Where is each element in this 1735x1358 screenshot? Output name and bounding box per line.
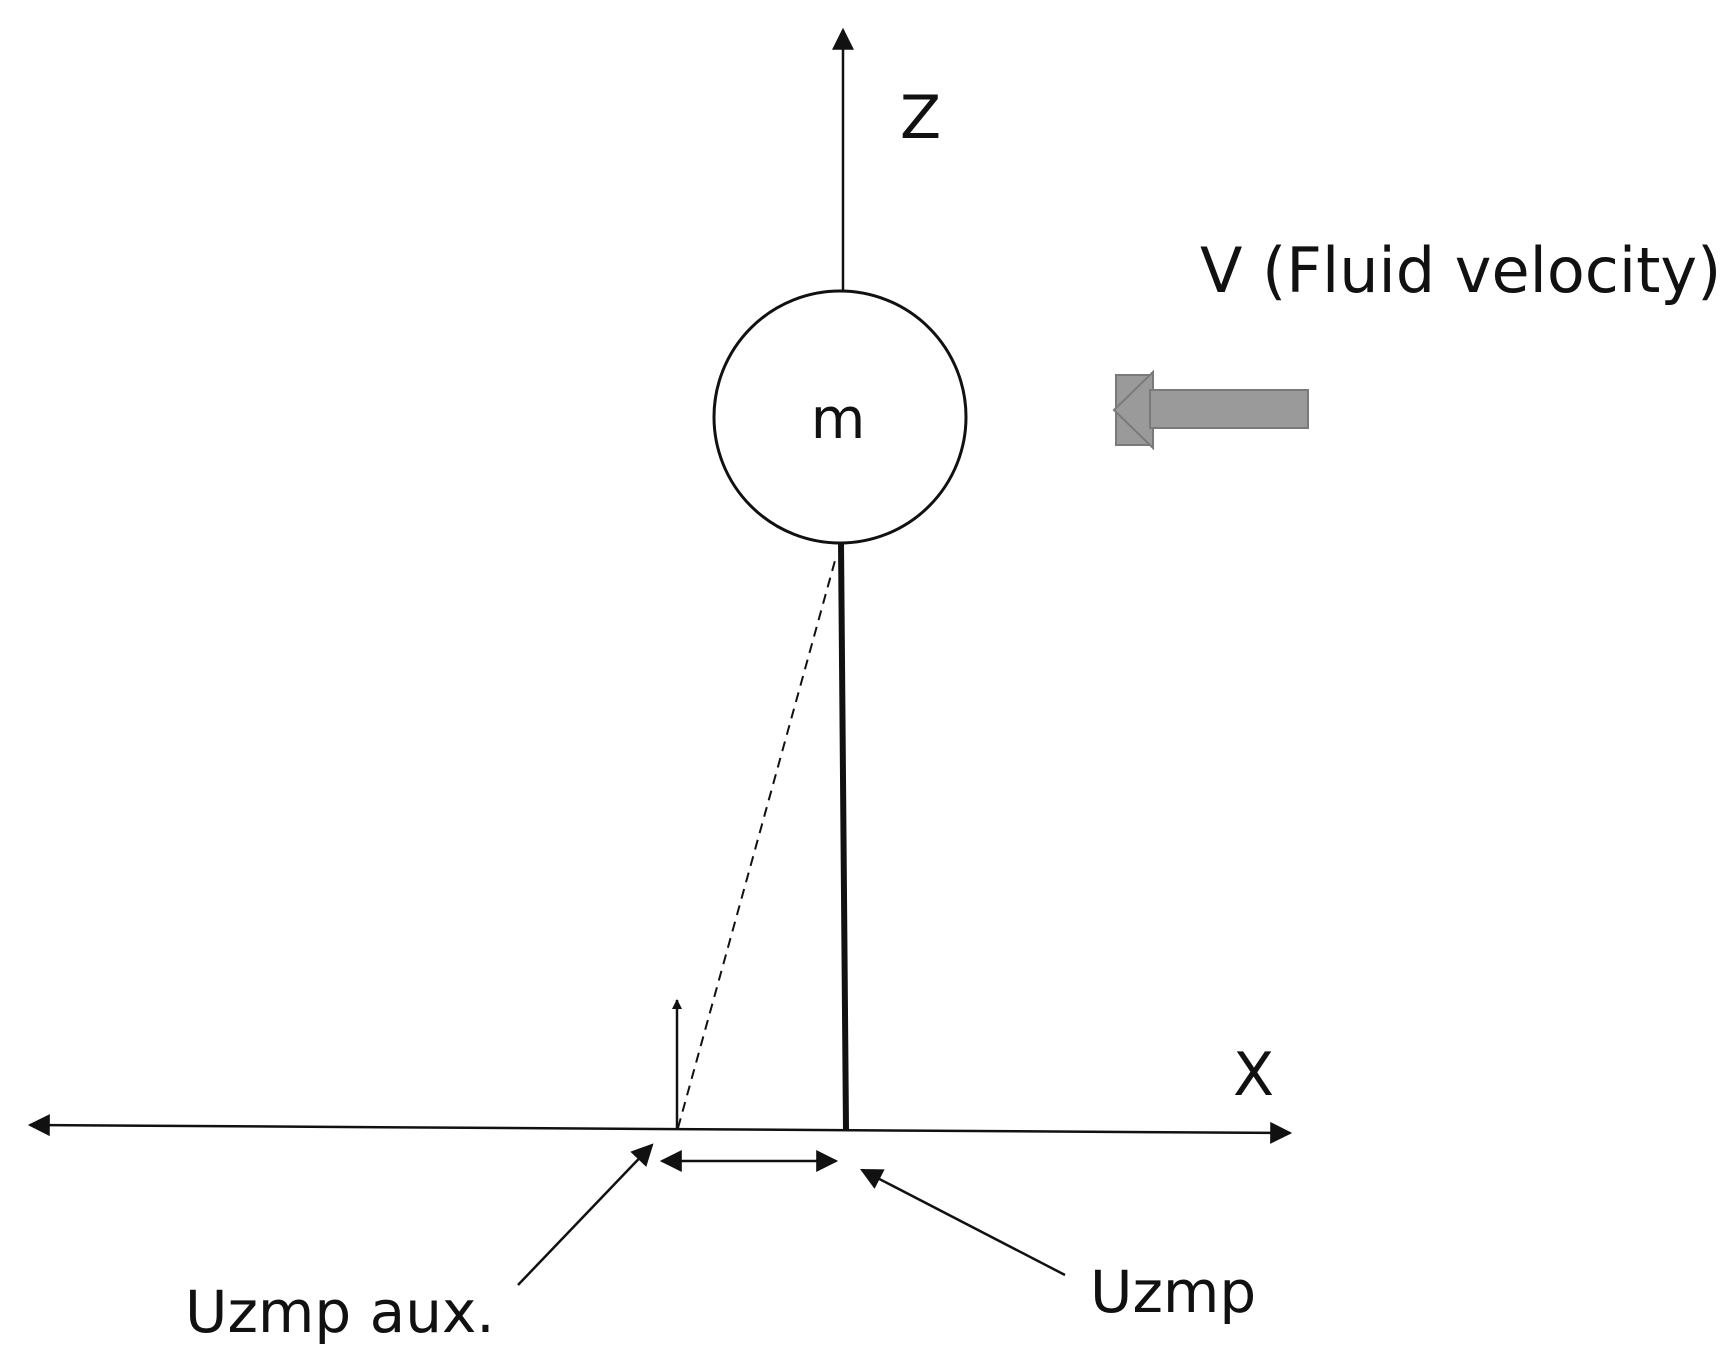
mass-circle bbox=[712, 289, 968, 545]
x-axis-label: X bbox=[1233, 1040, 1274, 1110]
z-axis-label: Z bbox=[900, 83, 941, 153]
uzmp-label: Uzmp bbox=[1090, 1258, 1256, 1326]
fluid-velocity-label: V (Fluid velocity) bbox=[1200, 234, 1721, 307]
x-axis-line bbox=[27, 1114, 1293, 1144]
uzmp-aux-pointer-arrow bbox=[517, 1143, 654, 1286]
mass-label: m bbox=[811, 387, 866, 452]
pendulum-rod bbox=[838, 542, 849, 1131]
uzmp-aux-label: Uzmp aux. bbox=[185, 1278, 495, 1346]
uzmp-pointer-arrow bbox=[860, 1168, 1066, 1277]
dashed-support-line bbox=[677, 556, 837, 1129]
flow-arrow-shaft bbox=[1149, 389, 1309, 429]
